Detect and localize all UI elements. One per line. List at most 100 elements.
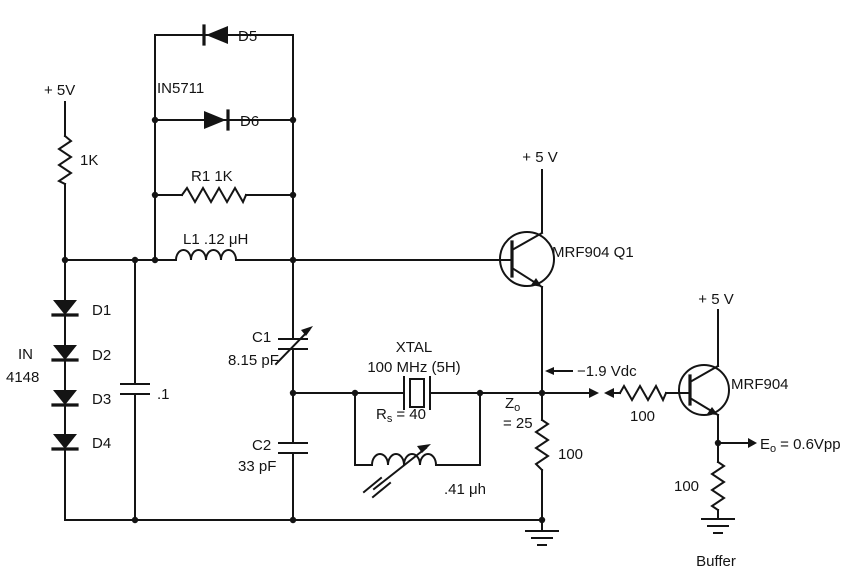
junction-dot xyxy=(289,389,297,397)
inductor-l2-label: .41 μh xyxy=(444,481,486,498)
crystal-spec: 100 MHz (5H) xyxy=(367,359,460,376)
transistor-q1-collector xyxy=(510,231,544,252)
transistor-q1-emitter-arrow xyxy=(531,278,542,287)
ground-buffer-symbol xyxy=(701,518,735,534)
diode-part-line1: IN xyxy=(18,346,33,363)
capacitor-bypass-plates xyxy=(120,383,150,395)
eo-subscript: o xyxy=(770,443,776,455)
resistor-r1: R1 1K xyxy=(180,168,248,205)
schottky-limiter: D5 D6 IN5711 xyxy=(157,24,259,131)
q1-name-label: MRF904 Q1 xyxy=(552,244,634,261)
eo-label: Eo= 0.6Vpp xyxy=(760,436,841,455)
crystal-plates xyxy=(403,376,431,410)
junction-dot xyxy=(131,256,139,264)
junction-dot xyxy=(289,516,297,524)
eo-value: = 0.6Vpp xyxy=(780,436,840,453)
diode-d3-label: D3 xyxy=(92,391,111,408)
resistor-base-zigzag xyxy=(618,383,668,403)
emitter-voltage-label: −1.9 Vdc xyxy=(577,363,637,380)
transistor-q1-circle xyxy=(499,231,555,287)
capacitor-bypass: .1 xyxy=(120,383,170,403)
resistor-1k-zigzag xyxy=(57,134,73,186)
supply-rail-left: + 5V 1K xyxy=(44,82,98,186)
capacitor-c1: C1 8.15 pF xyxy=(228,326,313,369)
capacitor-bypass-label: .1 xyxy=(157,386,170,403)
transistor-q1: + 5 V MRF904 Q1 xyxy=(499,149,634,289)
inductor-l1-label: L1 .12 μH xyxy=(183,231,248,248)
inductor-l2-coil xyxy=(370,453,438,467)
junction-dot xyxy=(151,191,159,199)
diode-d3-triangle xyxy=(53,390,77,405)
inductor-l2-adjust-hatch xyxy=(362,476,392,499)
rs-symbol: R xyxy=(376,406,387,423)
junction-dot xyxy=(538,389,546,397)
resistor-r1-label: R1 1K xyxy=(191,168,233,185)
crystal-name: XTAL xyxy=(396,339,432,356)
crystal-rs-label: Rs= 40 xyxy=(376,406,426,425)
inductor-l1-coil xyxy=(174,249,238,262)
zo-value: = 25 xyxy=(503,415,533,432)
zo-label: Zo xyxy=(505,395,520,414)
ground-main-symbol xyxy=(525,519,559,546)
inductor-l1: L1 .12 μH xyxy=(174,231,248,262)
ground-main xyxy=(525,519,559,546)
junction-dot xyxy=(151,116,159,124)
resistor-emitter-zigzag xyxy=(534,418,550,472)
capacitor-c1-plates xyxy=(278,338,308,350)
resistor-out-label: 100 xyxy=(674,478,699,495)
capacitor-c2-name: C2 xyxy=(252,437,271,454)
vdc-arrow-head xyxy=(545,367,554,375)
capacitor-c2-plates xyxy=(278,442,308,454)
buffer-output-arrow-head xyxy=(748,438,757,448)
junction-dot xyxy=(476,389,484,397)
osc-output-arrow-head xyxy=(589,388,599,398)
junction-dot xyxy=(538,516,546,524)
zo-symbol: Z xyxy=(505,395,514,412)
crystal-xtal: XTAL 100 MHz (5H) Rs= 40 xyxy=(367,339,460,425)
capacitor-c1-name: C1 xyxy=(252,329,271,346)
capacitor-c1-arrow-shaft xyxy=(274,328,311,366)
diode-d4-label: D4 xyxy=(92,435,111,452)
resistor-out-zigzag xyxy=(710,460,726,512)
junction-dots xyxy=(61,116,722,524)
junction-dot xyxy=(289,256,297,264)
wire-segments xyxy=(64,34,751,521)
capacitor-c2-value: 33 pF xyxy=(238,458,276,475)
capacitor-c2: C2 33 pF xyxy=(238,437,308,475)
buffer-caption: Buffer xyxy=(696,553,736,570)
junction-dot xyxy=(61,256,69,264)
resistor-r1-zigzag xyxy=(180,185,248,205)
resistor-emitter-label: 100 xyxy=(558,446,583,463)
transistor-q2-circle xyxy=(678,364,730,416)
diode-chain-1n4148: D1 D2 D3 D4 IN 4148 xyxy=(6,300,111,452)
transistor-q2-collector xyxy=(688,364,720,384)
resistor-base-label: 100 xyxy=(630,408,655,425)
capacitor-c1-arrow-head xyxy=(301,326,313,336)
diode-d2-triangle xyxy=(53,345,77,360)
diode-d1-triangle xyxy=(53,300,77,315)
junction-dot xyxy=(289,191,297,199)
supply-left-label: + 5V xyxy=(44,82,75,99)
zo-subscript: o xyxy=(514,402,520,414)
diode-d4-triangle xyxy=(53,434,77,449)
rs-value: = 40 xyxy=(396,406,426,423)
q2-supply-label: + 5 V xyxy=(698,291,733,308)
diode-d2-label: D2 xyxy=(92,347,111,364)
diode-d6-triangle xyxy=(204,111,226,129)
buffer-stage: 100 + 5 V MRF904 Eo= 0.6Vpp 100 Buffer xyxy=(604,291,841,570)
junction-dot xyxy=(151,256,159,264)
diode-part-line2: 4148 xyxy=(6,369,39,386)
crystal-body xyxy=(409,378,425,408)
inductor-l2-arrow-head xyxy=(417,444,431,453)
diode-d5-label: D5 xyxy=(238,28,257,45)
rs-subscript: s xyxy=(387,413,393,425)
q2-name-label: MRF904 xyxy=(731,376,789,393)
schottky-part-label: IN5711 xyxy=(157,80,204,97)
junction-dot xyxy=(351,389,359,397)
diode-d6-label: D6 xyxy=(240,113,259,130)
inductor-l2-arrow-shaft xyxy=(372,446,428,491)
inductor-l2-variable: .41 μh xyxy=(362,444,486,499)
diode-d1-label: D1 xyxy=(92,302,111,319)
